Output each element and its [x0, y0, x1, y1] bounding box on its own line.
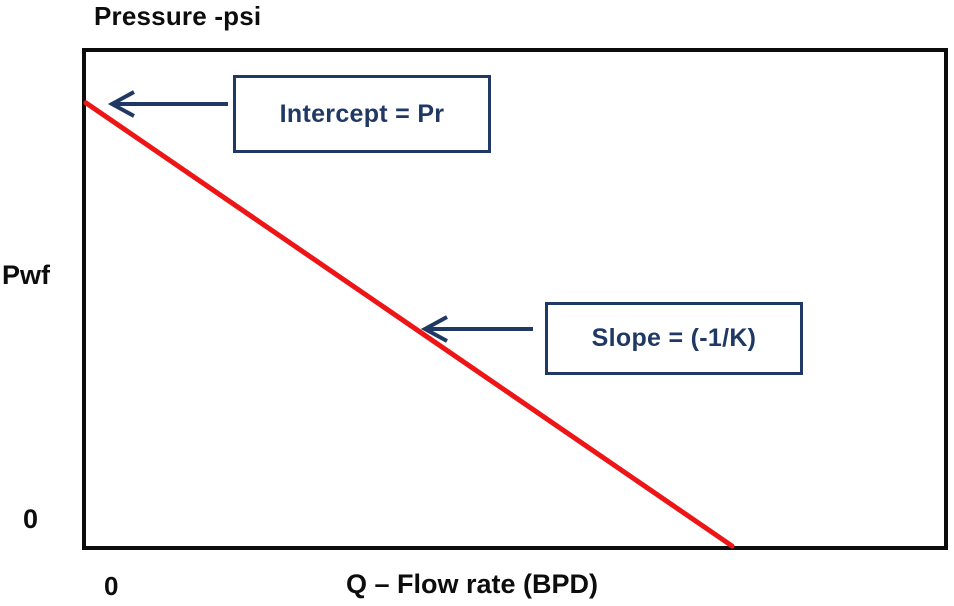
slope-annotation-label: Slope = (-1/K): [591, 324, 757, 352]
chart-title: Pressure -psi: [94, 1, 262, 31]
plot-area: [82, 48, 948, 550]
y-axis-zero-tick: 0: [23, 504, 39, 534]
x-axis-label: Q – Flow rate (BPD): [346, 569, 599, 599]
y-axis-label: Pwf: [2, 260, 51, 290]
intercept-annotation-label: Intercept = Pr: [279, 99, 445, 128]
intercept-annotation-box: Intercept = Pr: [233, 75, 491, 153]
x-axis-zero-tick: 0: [104, 571, 119, 601]
slope-annotation-box: Slope = (-1/K): [545, 302, 803, 375]
